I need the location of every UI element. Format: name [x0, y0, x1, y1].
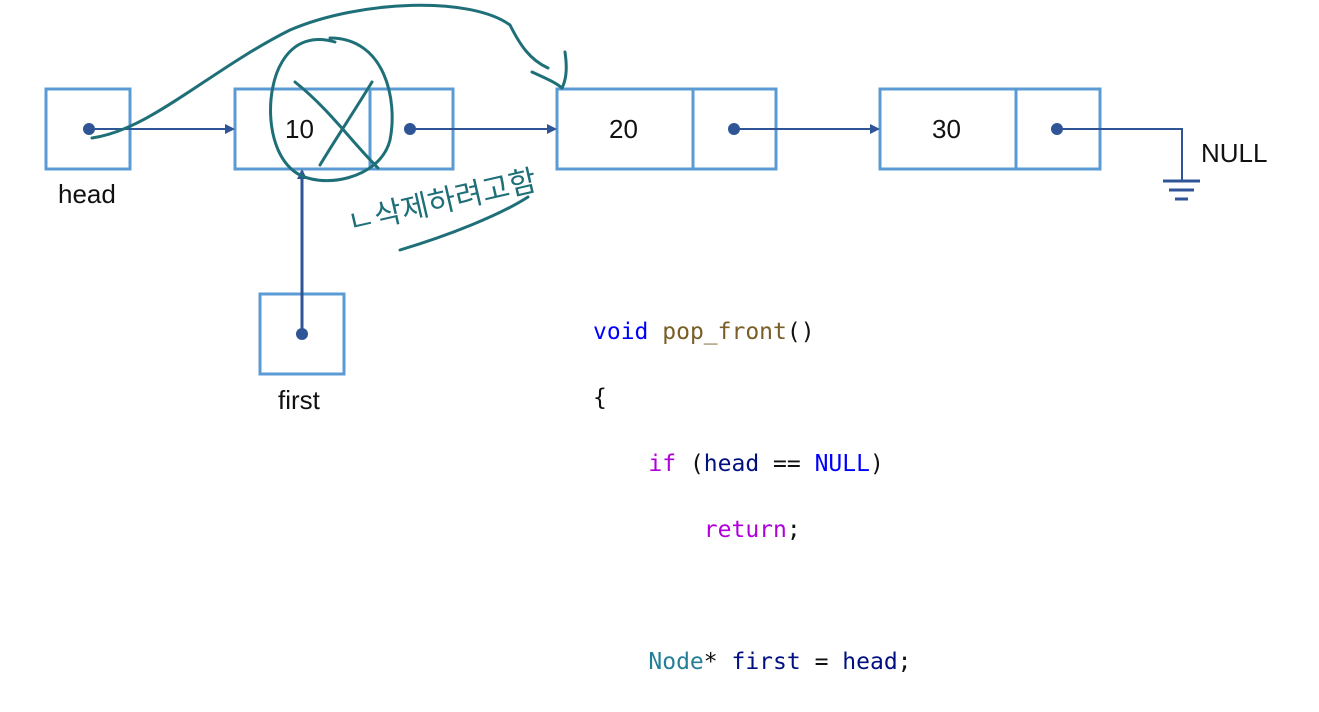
ink-underline — [398, 195, 530, 252]
code-keyword-void: void — [593, 319, 649, 345]
code-line-4: return; — [593, 514, 912, 547]
node-20-value: 20 — [609, 114, 638, 144]
code-line-3: if (head == NULL) — [593, 448, 912, 481]
node-30: 30 — [878, 87, 1102, 171]
handwritten-annotations — [90, 3, 568, 252]
ink-arrow-tip — [530, 50, 568, 90]
null-label: NULL — [1201, 138, 1267, 168]
code-var-first: first — [731, 649, 801, 675]
null-ground-icon — [1057, 128, 1200, 201]
head-label: head — [58, 179, 116, 209]
code-function-name: pop_front — [662, 319, 787, 345]
node-20: 20 — [555, 87, 778, 171]
code-var-head-rhs: head — [842, 649, 898, 675]
code-pointer-star: * — [703, 649, 732, 675]
code-type-node: Node — [648, 649, 704, 675]
code-line-6: Node* first = head; — [593, 646, 912, 679]
node-10: 10 — [233, 87, 455, 171]
code-parens: () — [786, 319, 815, 345]
ink-cross-mark — [293, 80, 380, 170]
code-line-5 — [593, 580, 912, 613]
node-30-value: 30 — [932, 114, 961, 144]
code-line-2: { — [593, 382, 912, 415]
code-keyword-if: if — [648, 451, 677, 477]
first-label: first — [278, 385, 321, 415]
code-if-open: ( — [676, 451, 704, 477]
code-op-eq: == — [759, 451, 815, 477]
handwritten-note: ㄴ삭제하려고함 — [344, 164, 540, 240]
node-10-value: 10 — [285, 114, 314, 144]
linked-list-diagram: head 10 20 30 NULL first — [44, 3, 1267, 415]
code-assign: = — [800, 649, 843, 675]
code-const-null: NULL — [814, 451, 870, 477]
ink-relink-arrow — [90, 3, 550, 140]
code-var-head: head — [703, 451, 760, 477]
diagram-canvas: head 10 20 30 NULL first — [44, 3, 1267, 415]
code-if-close: ) — [869, 451, 884, 477]
code-semicolon: ; — [786, 517, 801, 543]
code-snippet: void pop_front() { if (head == NULL) ret… — [593, 283, 912, 712]
code-open-brace: { — [593, 385, 607, 411]
code-semicolon-2: ; — [897, 649, 912, 675]
code-keyword-return: return — [703, 517, 787, 543]
ink-circle-around-node-10 — [269, 36, 394, 183]
code-line-1: void pop_front() — [593, 316, 912, 349]
